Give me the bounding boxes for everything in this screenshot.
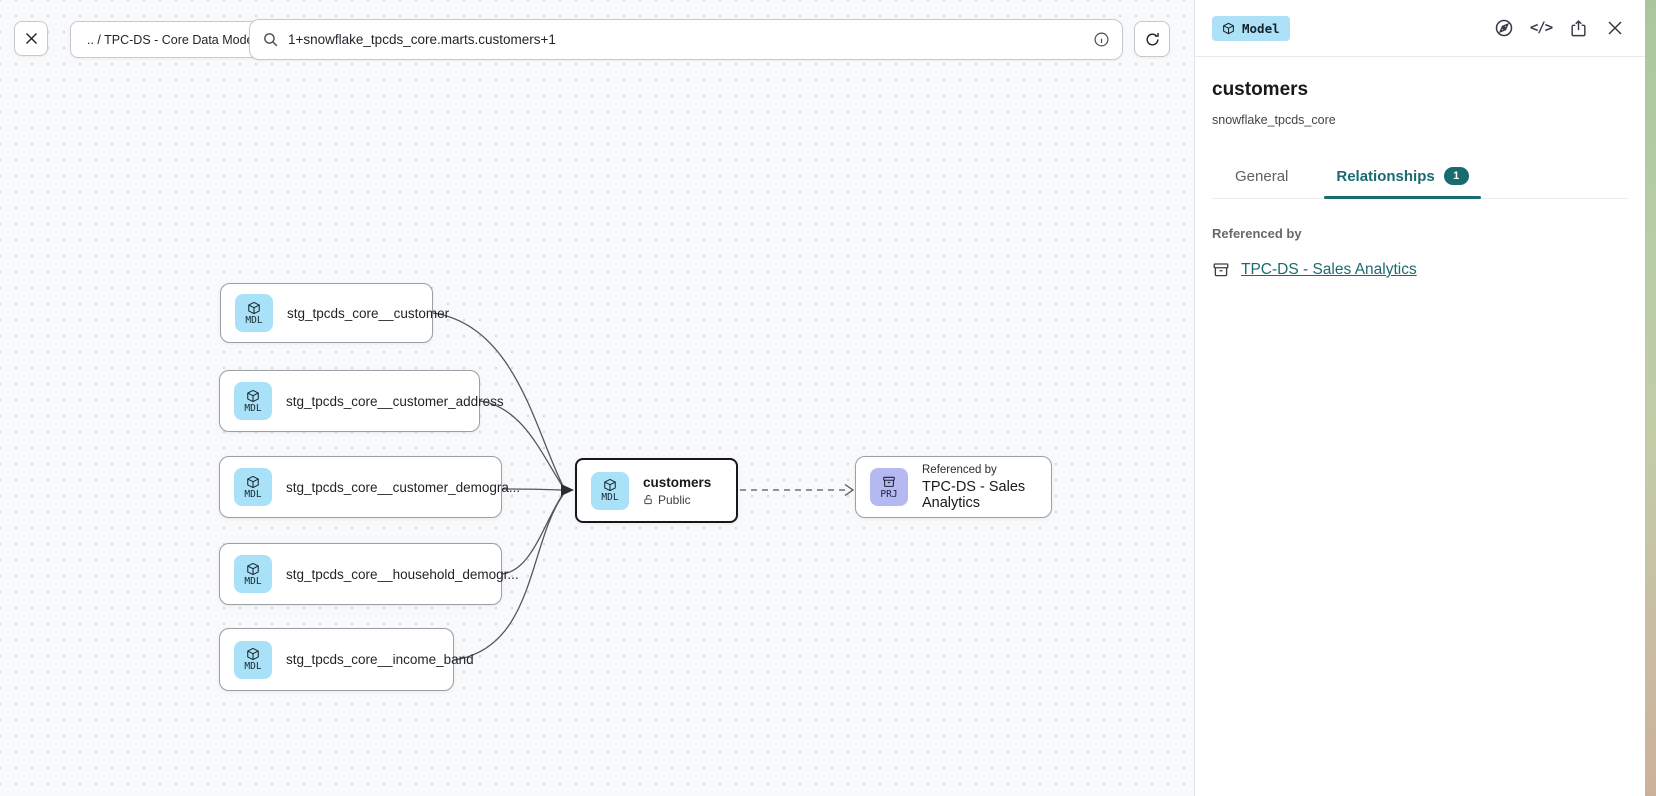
reference-row: TPC-DS - Sales Analytics	[1212, 261, 1628, 279]
cube-icon	[247, 475, 259, 488]
node-label: stg_tpcds_core__customer_demogra...	[286, 479, 521, 495]
node-stg-income-band[interactable]: MDL stg_tpcds_core__income_band	[219, 628, 474, 691]
badge-label: MDL	[244, 661, 262, 673]
open-arrowhead	[844, 483, 855, 497]
cube-icon	[247, 389, 259, 402]
node-label: customers	[643, 474, 712, 490]
breadcrumb-label: .. / TPC-DS - Core Data Models	[87, 32, 263, 47]
search-input[interactable]	[288, 32, 1084, 47]
badge-label: MDL	[601, 492, 619, 504]
refresh-button[interactable]	[1134, 21, 1170, 57]
search-icon	[262, 31, 279, 48]
project-badge: PRJ	[870, 468, 908, 506]
tab-relationships[interactable]: Relationships 1	[1324, 157, 1482, 199]
node-stg-customer-demographics[interactable]: MDL stg_tpcds_core__customer_demogra...	[219, 456, 520, 518]
node-overline: Referenced by	[922, 463, 997, 476]
badge-label: MDL	[245, 314, 263, 326]
type-badge-label: Model	[1242, 20, 1280, 36]
lineage-search[interactable]	[249, 19, 1123, 60]
lineage-canvas[interactable]: MDL stg_tpcds_core__customer MDL stg_tpc…	[0, 0, 1194, 796]
info-icon[interactable]	[1093, 31, 1110, 48]
badge-label: MDL	[244, 402, 262, 414]
lineage-edges	[432, 312, 855, 661]
node-stg-customer-address[interactable]: MDL stg_tpcds_core__customer_address	[219, 370, 504, 432]
solid-arrowhead	[561, 484, 574, 496]
archive-icon	[1213, 263, 1229, 277]
close-lineage-button[interactable]	[14, 21, 48, 56]
model-badge: MDL	[235, 294, 273, 332]
compass-icon	[1495, 19, 1513, 37]
node-label: TPC-DS - Sales Analytics	[922, 478, 1026, 511]
node-label: stg_tpcds_core__income_band	[286, 652, 474, 667]
model-badge: MDL	[234, 382, 272, 420]
cube-icon	[604, 479, 616, 492]
project-reference-link[interactable]: TPC-DS - Sales Analytics	[1241, 261, 1417, 278]
tab-bar: General Relationships 1	[1212, 157, 1628, 199]
page-title: customers	[1212, 79, 1309, 100]
explore-lineage-button[interactable]	[1491, 15, 1517, 41]
schema-name: snowflake_tpcds_core	[1212, 113, 1336, 127]
code-icon: </>	[1529, 20, 1553, 36]
node-label: stg_tpcds_core__customer	[287, 305, 450, 321]
access-label: Public	[658, 492, 691, 507]
unlock-icon	[644, 494, 652, 505]
tab-label: General	[1235, 167, 1289, 185]
section-title: Referenced by	[1212, 226, 1302, 241]
badge-label: MDL	[244, 575, 262, 587]
refresh-icon	[1145, 32, 1159, 45]
archive-icon	[883, 476, 895, 487]
model-badge: MDL	[591, 471, 629, 510]
details-panel: Model </> customers snowflake_tpcds_core…	[1194, 0, 1645, 796]
close-panel-button[interactable]	[1602, 15, 1628, 41]
node-stg-household-demographics[interactable]: MDL stg_tpcds_core__household_demogr...	[219, 543, 519, 605]
share-button[interactable]	[1565, 15, 1591, 41]
model-badge: MDL	[234, 555, 272, 593]
relationship-count-badge: 1	[1443, 167, 1469, 185]
desktop-wallpaper-strip	[1645, 0, 1656, 796]
model-badge: MDL	[234, 468, 272, 506]
badge-label: PRJ	[880, 488, 898, 500]
model-badge: MDL	[234, 640, 272, 679]
close-icon	[1608, 21, 1622, 35]
panel-header: Model </>	[1195, 0, 1645, 57]
node-label: stg_tpcds_core__customer_address	[286, 393, 504, 409]
node-label: stg_tpcds_core__household_demogr...	[286, 566, 519, 582]
tab-label: Relationships	[1336, 167, 1435, 185]
code-button[interactable]: </>	[1528, 15, 1554, 41]
model-type-badge: Model	[1212, 15, 1290, 41]
cube-icon	[247, 648, 259, 661]
cube-icon	[1223, 22, 1234, 34]
cube-icon	[248, 301, 260, 314]
badge-label: MDL	[244, 488, 262, 500]
close-icon	[25, 33, 37, 44]
edge-household-demographics	[501, 493, 564, 575]
node-customers[interactable]: MDL customers Public	[575, 458, 738, 523]
cube-icon	[247, 562, 259, 575]
node-stg-customer[interactable]: MDL stg_tpcds_core__customer	[220, 283, 449, 343]
node-referencing-project[interactable]: PRJ Referenced by TPC-DS - Sales Analyti…	[855, 456, 1052, 518]
share-icon	[1570, 19, 1586, 36]
breadcrumb[interactable]: .. / TPC-DS - Core Data Models	[70, 21, 280, 58]
tab-general[interactable]: General	[1223, 157, 1300, 198]
